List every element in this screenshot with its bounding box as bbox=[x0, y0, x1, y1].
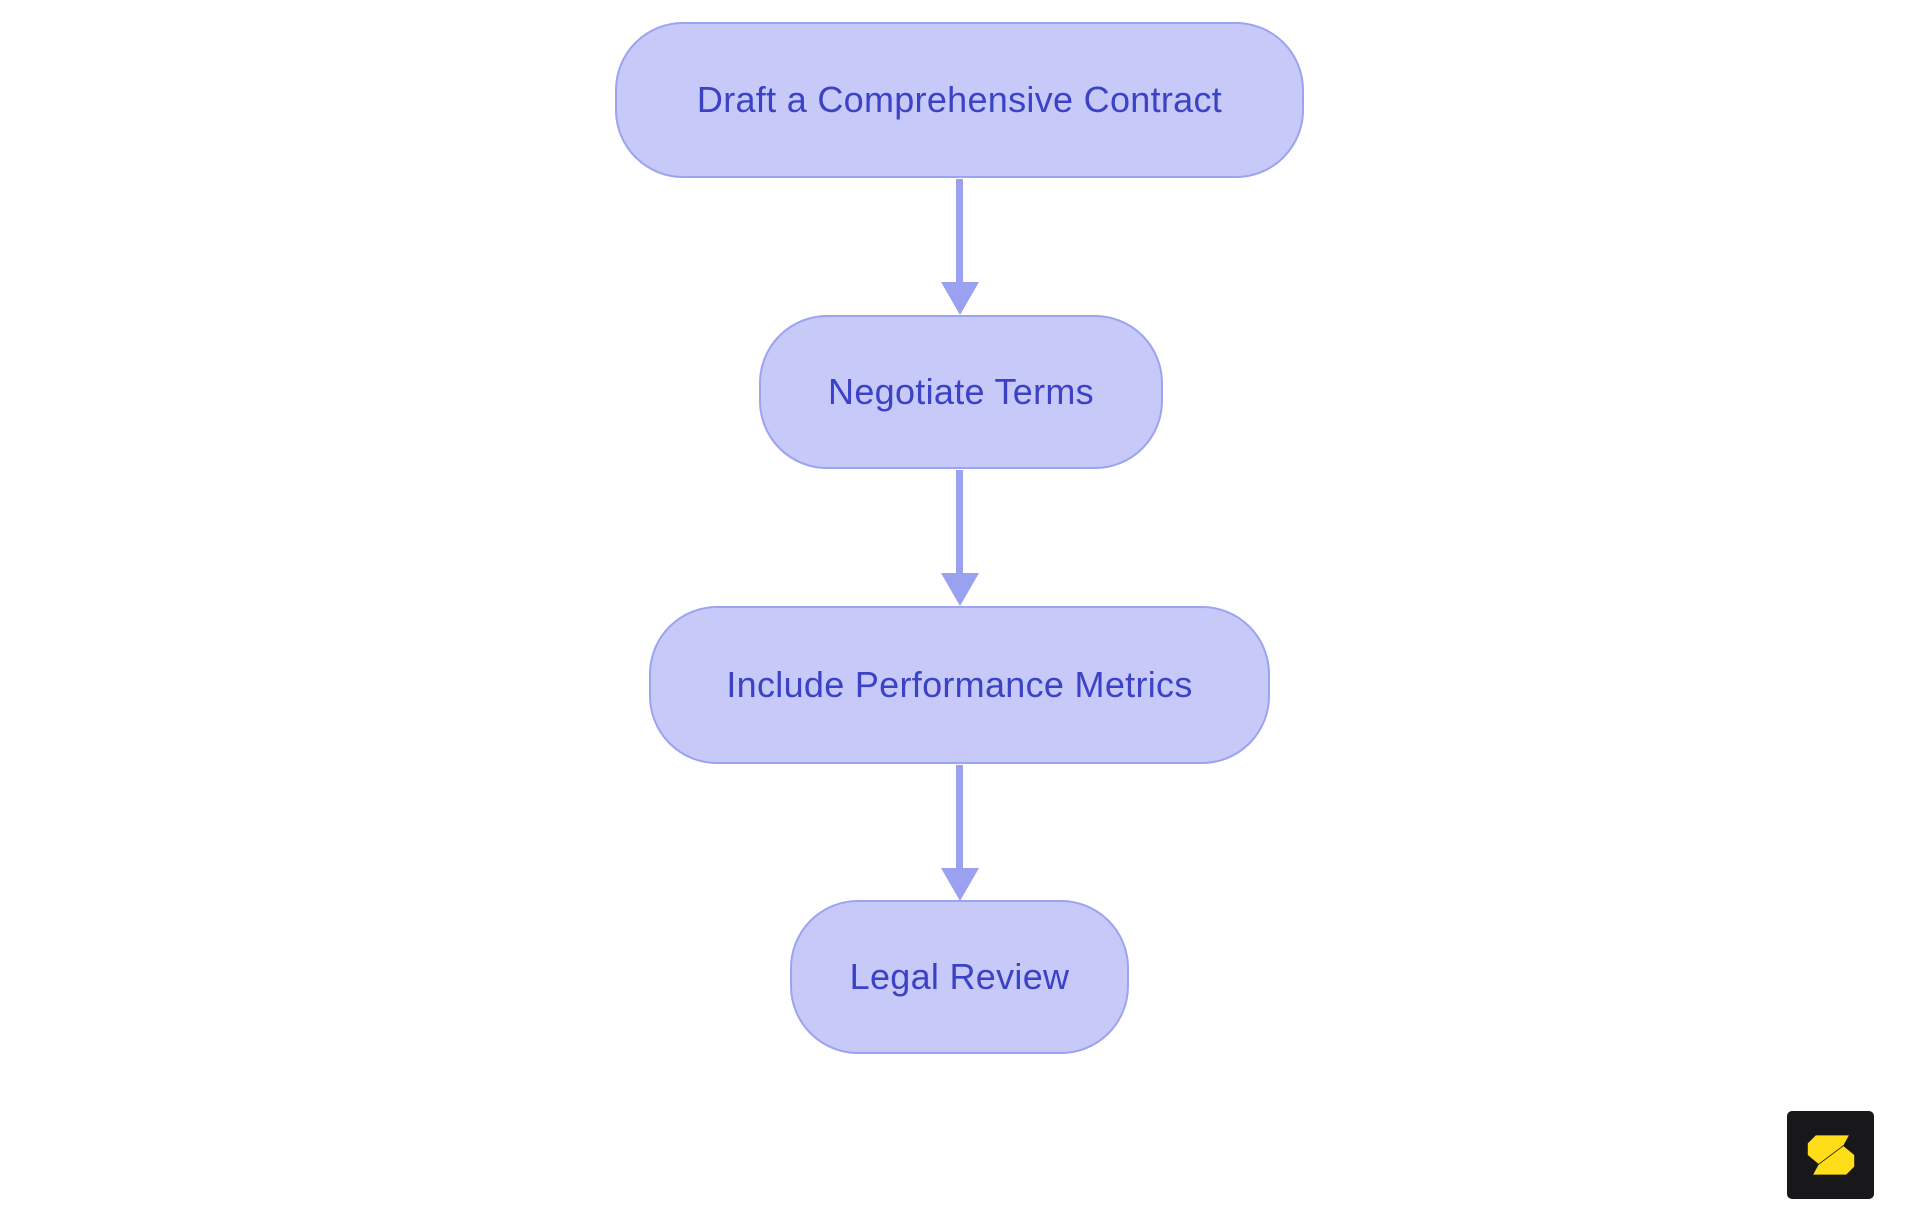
s-logo-icon bbox=[1807, 1135, 1854, 1175]
flow-node-label: Negotiate Terms bbox=[828, 371, 1094, 412]
flow-node-performance-metrics: Include Performance Metrics bbox=[649, 606, 1270, 764]
flow-node-legal-review: Legal Review bbox=[790, 900, 1129, 1054]
arrow-line bbox=[956, 765, 963, 871]
connector-arrow-1 bbox=[941, 179, 979, 315]
arrow-line bbox=[956, 470, 963, 576]
brand-logo bbox=[1787, 1111, 1874, 1199]
arrow-down-icon bbox=[941, 868, 979, 901]
arrow-down-icon bbox=[941, 282, 979, 315]
flow-node-label: Legal Review bbox=[849, 956, 1070, 997]
arrow-line bbox=[956, 179, 963, 285]
flow-node-label: Include Performance Metrics bbox=[726, 664, 1193, 705]
arrow-down-icon bbox=[941, 573, 979, 606]
connector-arrow-3 bbox=[941, 765, 979, 901]
connector-arrow-2 bbox=[941, 470, 979, 606]
flow-node-label: Draft a Comprehensive Contract bbox=[696, 79, 1223, 120]
flow-node-negotiate-terms: Negotiate Terms bbox=[759, 315, 1163, 469]
flow-node-draft-contract: Draft a Comprehensive Contract bbox=[615, 22, 1304, 178]
